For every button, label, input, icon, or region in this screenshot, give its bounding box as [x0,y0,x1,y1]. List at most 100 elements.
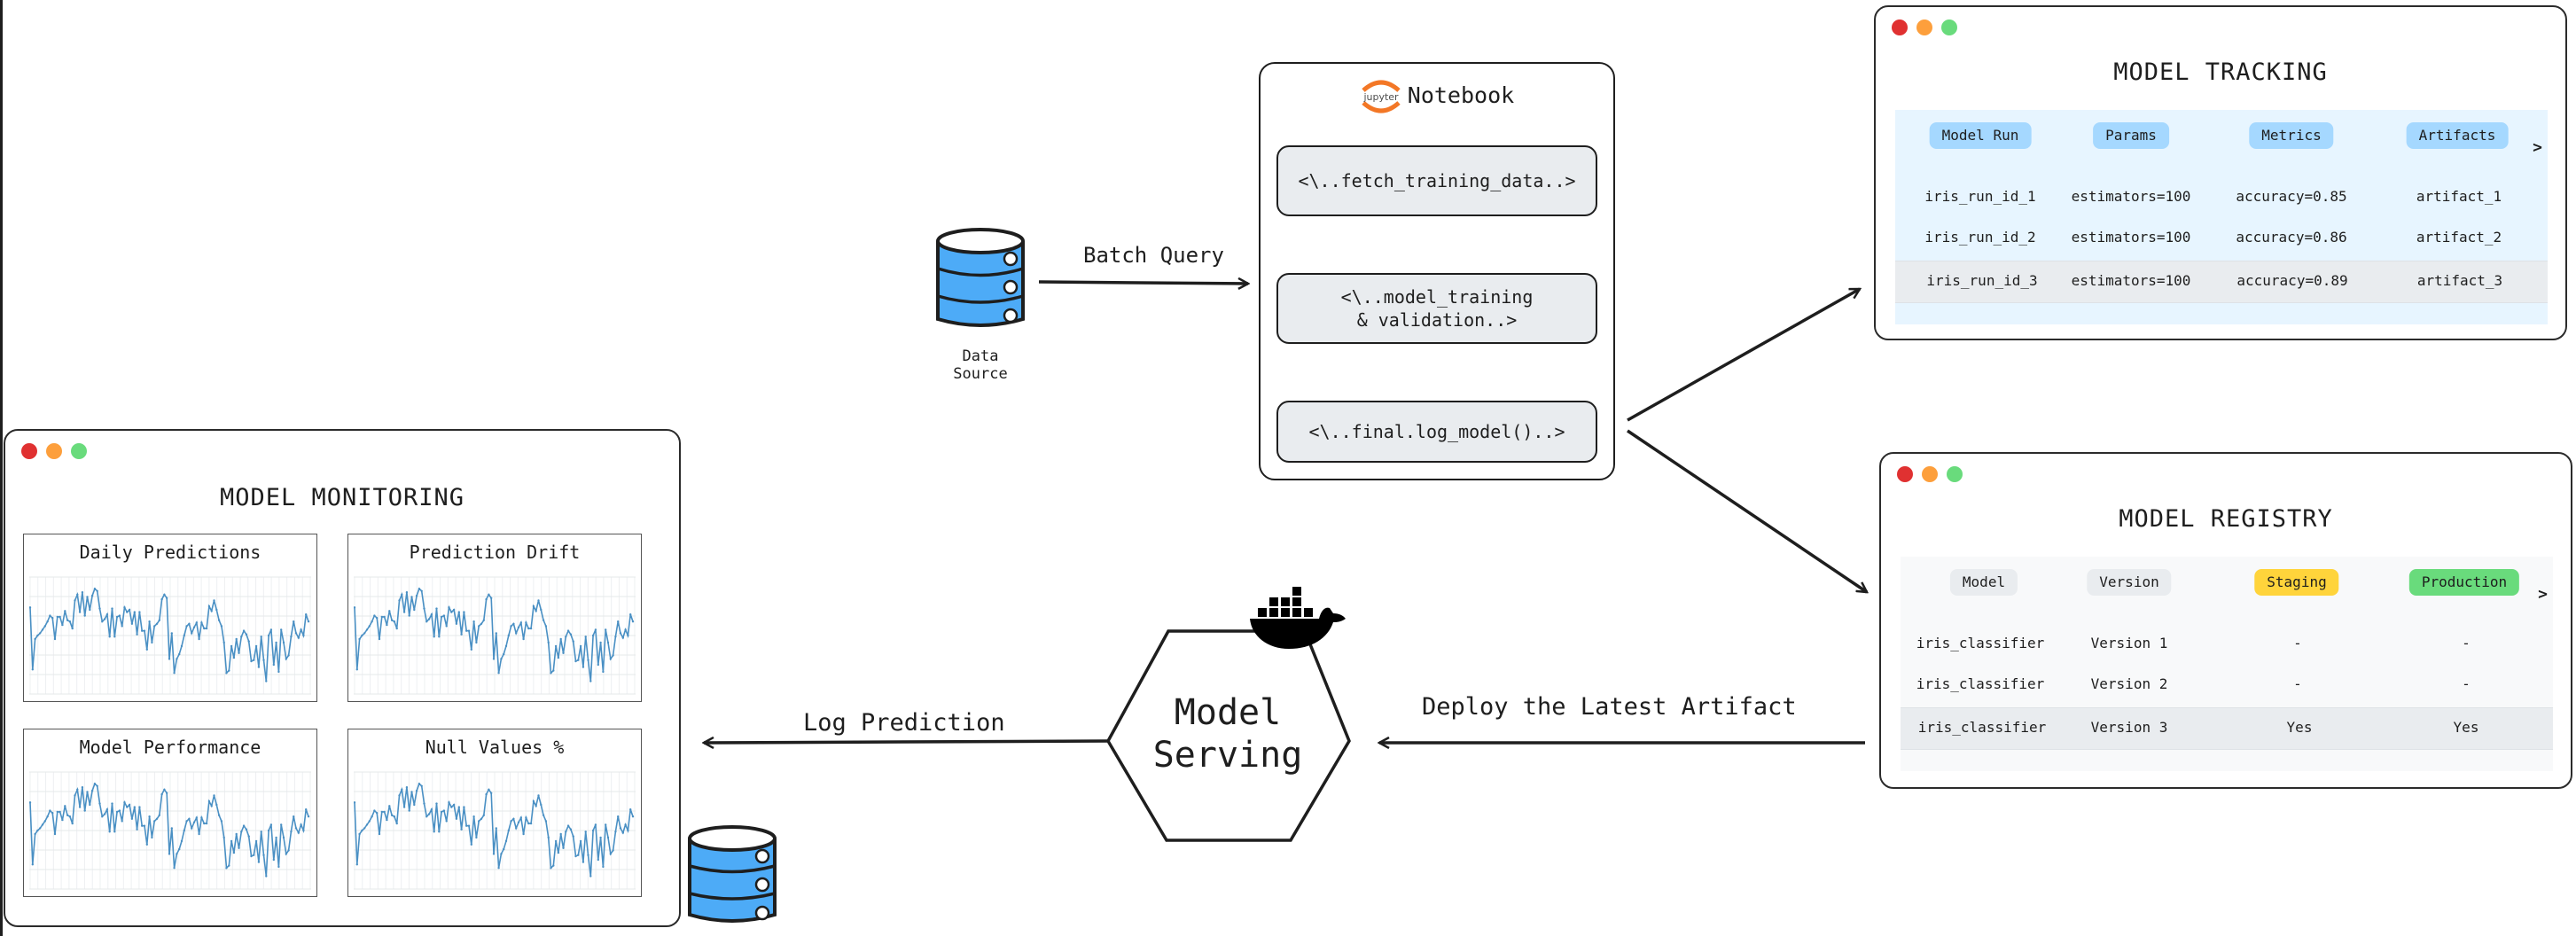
data-point [155,622,159,625]
next-columns-chevron-icon[interactable]: > [2538,585,2548,604]
data-point [83,809,86,812]
data-point [488,788,490,791]
notebook-cell-fetch[interactable]: <\..fetch_training_data..> [1276,145,1597,216]
notebook-cell-training[interactable]: <\..model_training & validation..> [1276,273,1597,344]
data-point [365,628,369,631]
minimize-dot-icon[interactable] [1916,20,1932,35]
chart-title: Daily Predictions [79,542,262,563]
data-point [168,658,171,660]
data-point [368,820,371,823]
data-point [427,813,431,815]
data-point [376,812,379,815]
data-point [215,803,218,807]
model-serving-line2: Serving [1152,735,1303,776]
data-point [631,815,635,818]
data-point [609,853,612,855]
column-header-artifacts[interactable]: Artifacts [2406,122,2509,149]
data-point [138,806,141,808]
chart-null-values[interactable]: Null Values % [347,729,642,897]
close-dot-icon[interactable] [1897,466,1913,482]
column-header-model-run[interactable]: Model Run [1929,122,2032,149]
data-point [402,611,406,613]
table-cell: - [2293,675,2302,692]
data-point [627,829,629,832]
chart-prediction-drift[interactable]: Prediction Drift [347,534,642,702]
data-point [188,622,191,625]
data-point [624,628,627,631]
column-header-params[interactable]: Params [2093,122,2169,149]
maximize-dot-icon[interactable] [71,443,87,459]
column-header-production[interactable]: Production [2408,569,2520,596]
data-point [253,659,255,661]
table-cell: Yes [2286,719,2313,736]
data-point [559,832,562,836]
data-point [361,829,363,832]
chart-daily-predictions[interactable]: Daily Predictions [23,534,317,702]
data-point [472,620,475,623]
table-cell: iris_run_id_3 [1926,272,2038,289]
maximize-dot-icon[interactable] [1941,20,1957,35]
data-point [463,611,465,613]
data-point [619,632,622,635]
data-point [490,597,493,599]
table-row-highlighted[interactable]: iris_run_id_3 estimators=100 accuracy=0.… [1895,261,2548,303]
data-point [624,823,627,826]
data-point [463,806,465,808]
data-point [267,634,270,637]
data-point [39,632,42,635]
data-point [96,589,98,592]
svg-text:jupyter: jupyter [1362,91,1399,103]
data-point [522,832,525,836]
model-serving-line1: Model [1174,692,1282,733]
table-cell: estimators=100 [2071,272,2191,289]
close-dot-icon[interactable] [1892,20,1908,35]
data-point [602,670,605,674]
data-point [423,802,425,805]
data-point [492,853,496,855]
data-point [148,620,151,623]
data-point [228,864,230,867]
table-row[interactable]: iris_run_id_2 estimators=100 accuracy=0.… [1895,218,2548,259]
next-columns-chevron-icon[interactable]: > [2533,138,2542,157]
data-point [51,617,54,620]
table-row[interactable]: iris_classifier Version 2 - - [1901,665,2553,706]
data-point [136,828,138,831]
data-point [173,672,176,675]
data-point [180,839,183,843]
data-point [215,608,218,612]
data-point [90,594,94,597]
data-point [262,659,265,661]
minimize-dot-icon[interactable] [1922,466,1938,482]
maximize-dot-icon[interactable] [1947,466,1963,482]
data-point [41,628,44,631]
data-point [569,828,573,831]
chart-model-performance[interactable]: Model Performance [23,729,317,897]
data-point [569,633,573,636]
data-point [378,637,381,641]
close-dot-icon[interactable] [21,443,37,459]
data-point [242,824,246,827]
table-row[interactable]: iris_run_id_1 estimators=100 accuracy=0.… [1895,177,2548,218]
data-point [200,816,203,819]
data-point [540,803,543,807]
data-point [180,644,183,648]
data-point [614,636,617,638]
data-point [430,808,433,811]
notebook-cell-log-model[interactable]: <\..final.log_model()..> [1276,401,1597,463]
table-row[interactable]: iris_classifier Version 1 - - [1901,624,2553,665]
data-point [78,611,82,613]
column-header-metrics[interactable]: Metrics [2249,122,2334,149]
column-header-staging[interactable]: Staging [2254,569,2339,596]
data-point [577,659,580,661]
data-point [247,640,250,643]
data-point [612,849,614,852]
data-point [435,607,438,610]
data-point [574,854,577,858]
data-point [587,854,589,856]
data-point [609,658,612,660]
column-header-version[interactable]: Version [2087,569,2172,596]
minimize-dot-icon[interactable] [46,443,62,459]
table-cell: Version 3 [2090,719,2168,736]
table-row-highlighted[interactable]: iris_classifier Version 3 Yes Yes [1901,707,2553,750]
column-header-model[interactable]: Model [1949,569,2018,596]
